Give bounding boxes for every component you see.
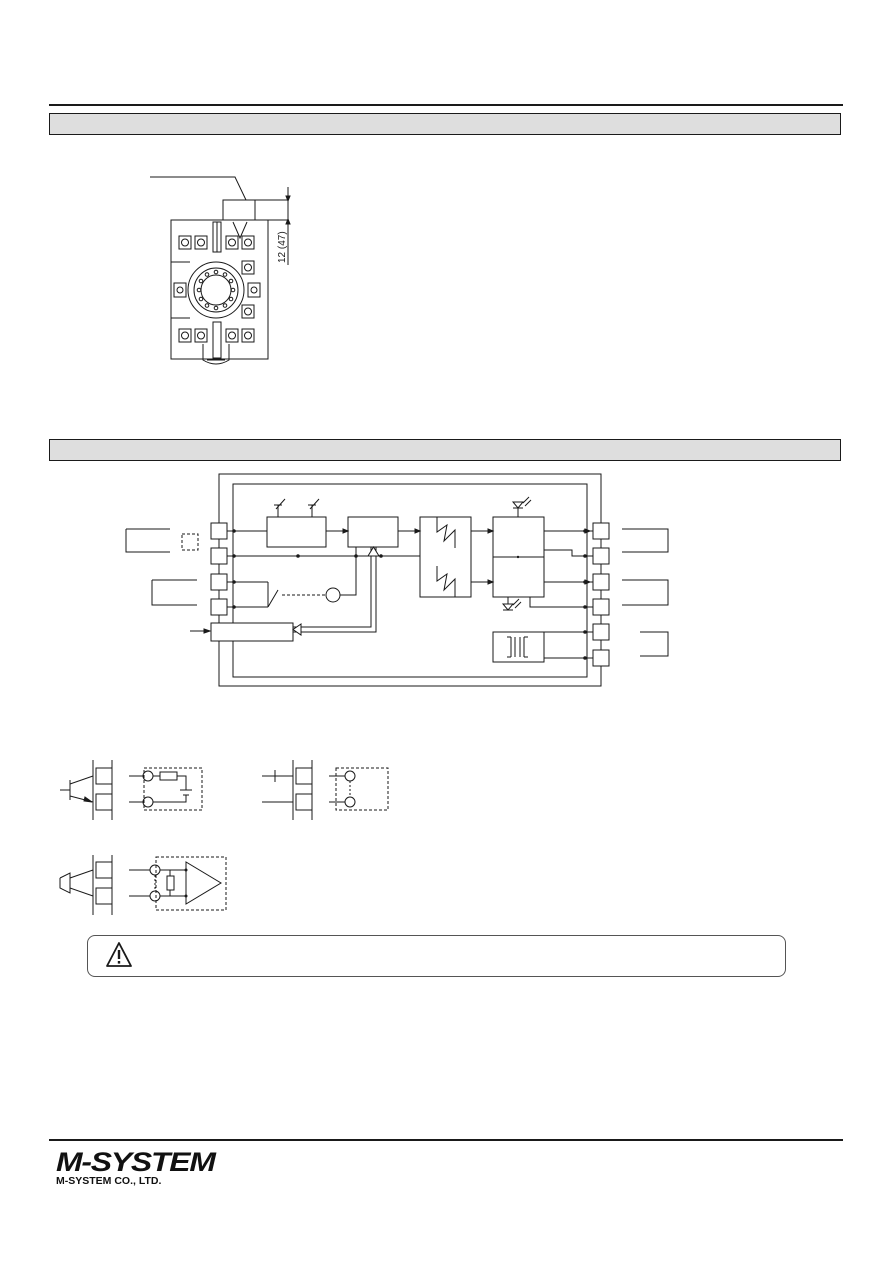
caution-box (87, 935, 786, 977)
brand-logo: M-SYSTEM (56, 1147, 216, 1177)
section-header-schematic (49, 439, 841, 461)
footer-rule (49, 1139, 843, 1141)
top-rule (49, 104, 843, 106)
warning-triangle-icon (106, 942, 132, 967)
dimension-height-label: 12 (47) (277, 231, 288, 263)
section-header-dimensions (49, 113, 841, 135)
company-name: M-SYSTEM CO., LTD. (56, 1175, 162, 1187)
